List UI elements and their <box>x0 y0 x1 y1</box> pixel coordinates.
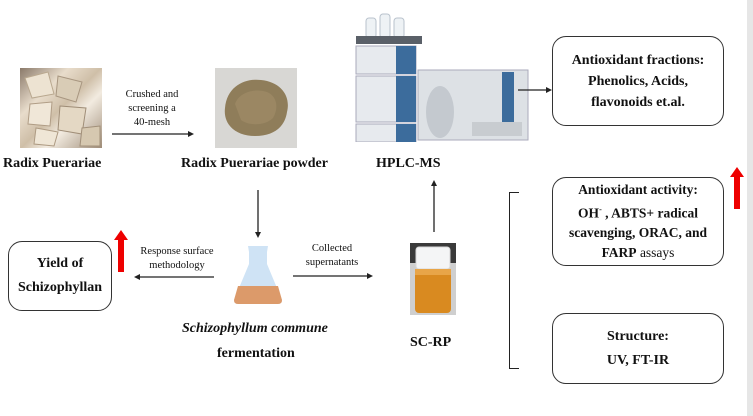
hplc-instrument-graphic <box>355 13 529 143</box>
fermentation-flask-icon <box>234 246 282 304</box>
yield-line1: Yield of <box>36 256 84 271</box>
rsm-label-line2: methodology <box>149 260 205 271</box>
arrow-down-powder <box>255 190 261 238</box>
structure-title: Structure: <box>607 328 669 344</box>
fractions-line3: flavonoids et.al. <box>591 94 685 110</box>
radix-puerariae-label: Radix Puerariae <box>3 156 102 171</box>
powder-pile-graphic <box>224 79 288 136</box>
yield-line2: Schizophyllan <box>17 280 103 295</box>
sc-rp-jar-image <box>410 243 456 315</box>
increase-arrow-icon-yield <box>114 230 128 272</box>
fermentation-species-label: Schizophyllum commune <box>182 321 328 336</box>
antioxidant-activity-box: Antioxidant activity: OH- , ABTS+ radica… <box>552 177 724 266</box>
crush-step-label: Crushed and screening a 40-mesh <box>112 88 192 130</box>
collect-label-line2: supernatants <box>305 257 359 268</box>
jar-graphic <box>410 243 456 313</box>
crush-label-line1: Crushed and <box>125 89 179 100</box>
bracket-vertical <box>509 192 511 368</box>
collect-label-line1: Collected <box>311 243 353 254</box>
bracket-bottom <box>509 368 519 370</box>
oh-superscript: - <box>599 204 602 214</box>
arrow-right-fractions <box>518 87 552 93</box>
bracket-top <box>509 192 519 194</box>
right-edge-strip <box>747 0 753 416</box>
collect-step-label: Collected supernatants <box>290 242 374 270</box>
abts-text: , ABTS+ radical <box>601 205 698 221</box>
radix-powder-label: Radix Puerariae powder <box>181 156 328 171</box>
activity-line3: scavenging, ORAC, and <box>568 225 708 241</box>
antioxidant-fractions-box: Antioxidant fractions: Phenolics, Acids,… <box>552 36 724 126</box>
fractions-title: Antioxidant fractions: <box>571 52 705 68</box>
crush-label-line2: screening a <box>128 103 176 114</box>
oh-text: OH <box>578 205 600 221</box>
sc-rp-label: SC-RP <box>410 335 452 350</box>
rsm-step-label: Response surface methodology <box>134 245 220 273</box>
arrow-left-rsm <box>134 274 214 280</box>
arrow-right-crush <box>112 131 194 137</box>
hplc-ms-label: HPLC-MS <box>376 156 441 171</box>
rsm-label-line1: Response surface <box>140 246 214 257</box>
activity-title: Antioxidant activity: <box>578 181 698 197</box>
hplc-ms-image <box>352 12 532 143</box>
fractions-line2: Phenolics, Acids, <box>588 73 688 89</box>
fermentation-label: fermentation <box>217 346 295 361</box>
arrow-up-hplc <box>431 180 437 232</box>
activity-line2: OH- , ABTS+ radical <box>578 200 698 224</box>
increase-arrow-icon-activity <box>730 167 744 209</box>
root-pieces-graphic <box>24 71 101 147</box>
radix-powder-image <box>215 68 297 148</box>
assays-text: assays <box>636 245 675 261</box>
structure-box: Structure: UV, FT-IR <box>552 313 724 384</box>
crush-label-line3: 40-mesh <box>133 117 171 128</box>
yield-schizophyllan-box: Yield of Schizophyllan <box>8 241 112 311</box>
farp-text: FARP <box>601 245 637 261</box>
radix-puerariae-image <box>20 68 102 148</box>
activity-line4: FARP assays <box>602 243 675 263</box>
structure-methods: UV, FT-IR <box>606 352 670 368</box>
arrow-right-collect <box>293 273 373 279</box>
